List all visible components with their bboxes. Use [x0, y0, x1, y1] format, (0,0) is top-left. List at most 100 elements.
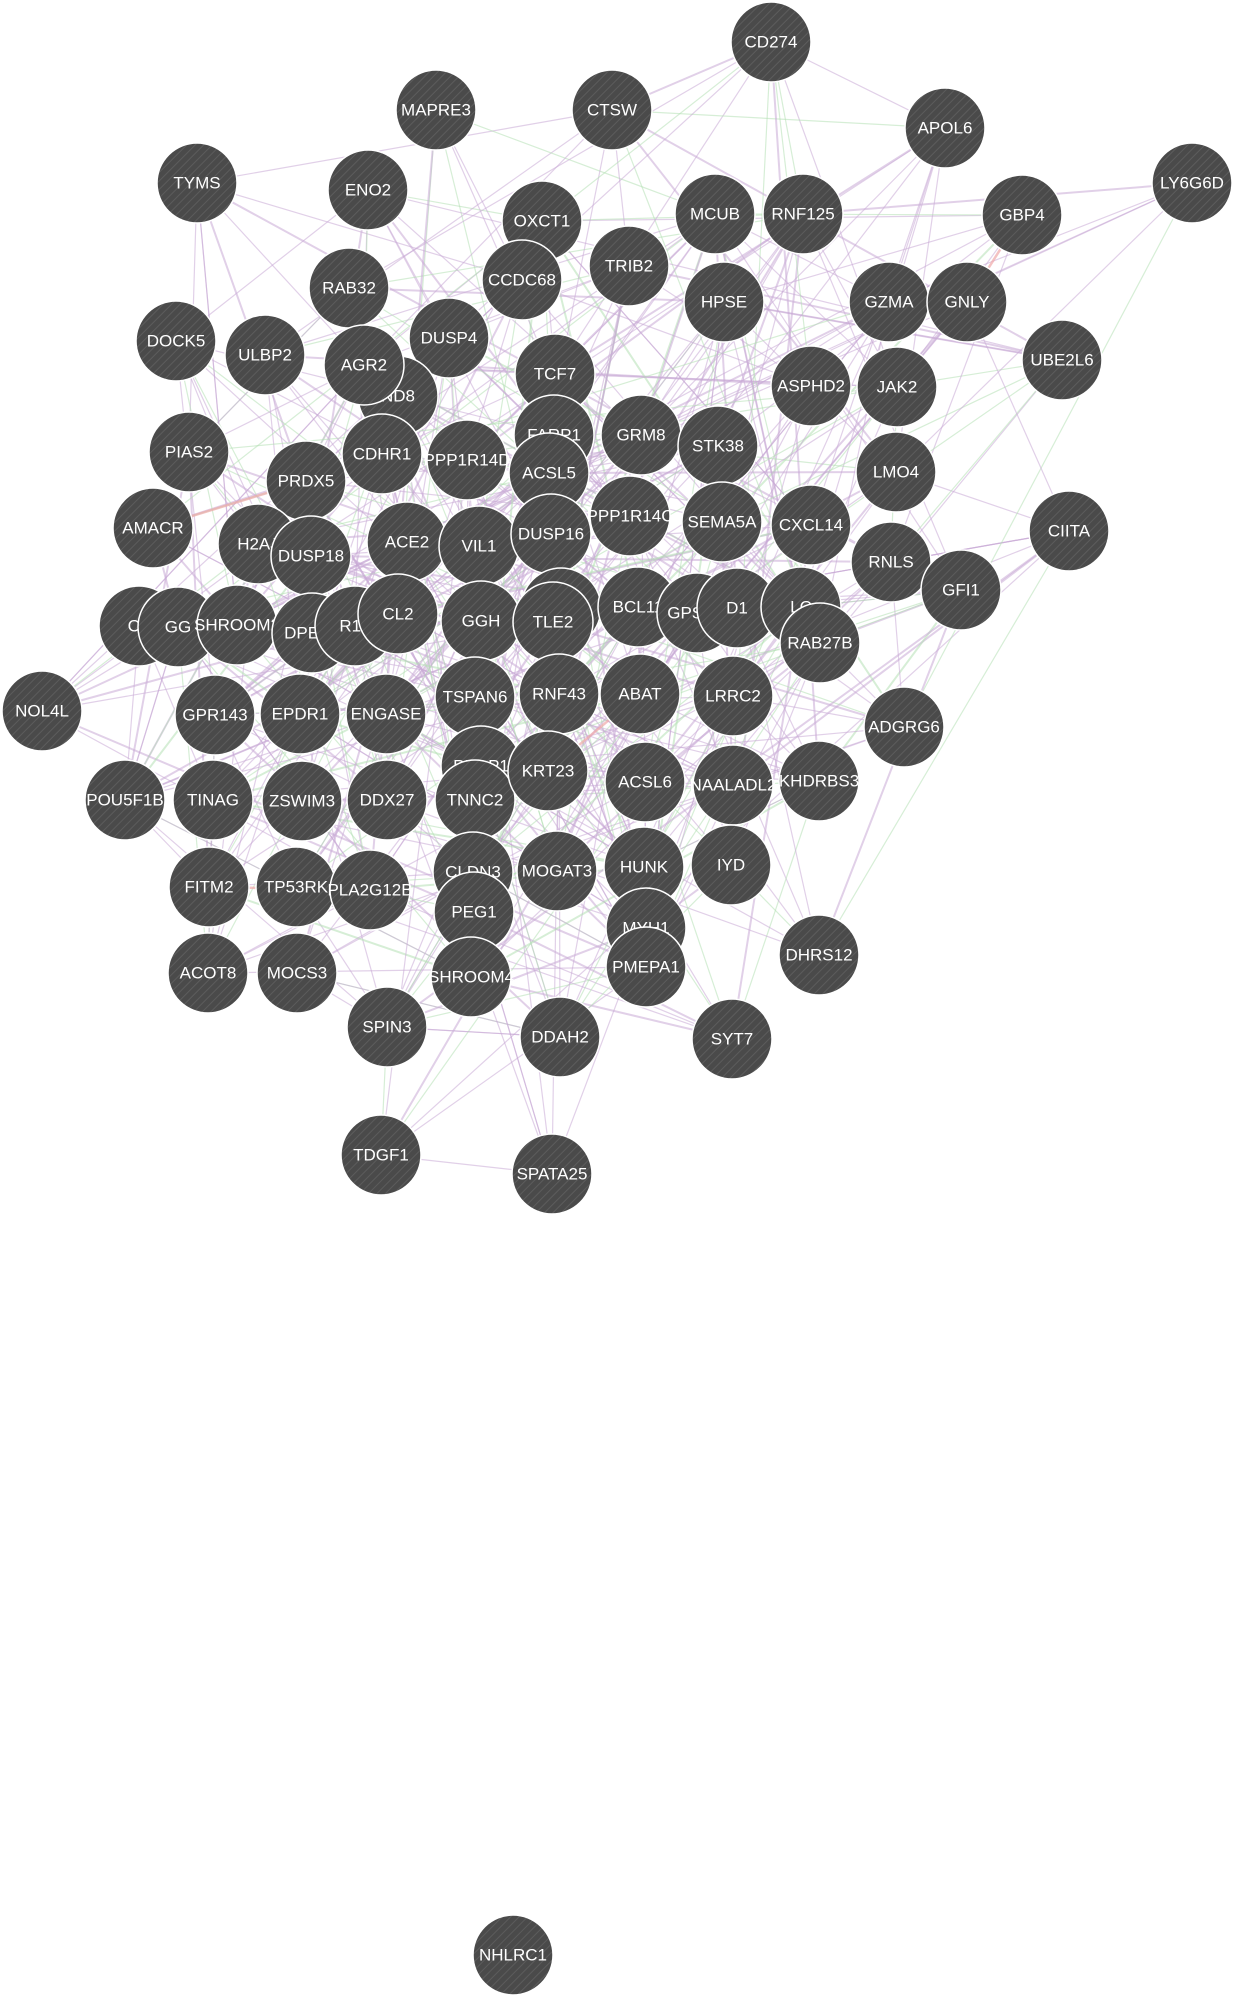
gene-node-tinag[interactable]: TINAG	[172, 759, 254, 841]
gene-node-iyd[interactable]: IYD	[690, 824, 772, 906]
gene-node-ly6g6d[interactable]: LY6G6D	[1151, 142, 1233, 224]
gene-node-epdr1[interactable]: EPDR1	[259, 673, 341, 755]
gene-node-rnls[interactable]: RNLS	[850, 521, 932, 603]
gene-node-circle[interactable]	[507, 730, 589, 812]
gene-node-khdrbs3[interactable]: KHDRBS3	[778, 740, 860, 822]
gene-node-mocs3[interactable]: MOCS3	[256, 932, 338, 1014]
gene-node-fitm2[interactable]: FITM2	[168, 846, 250, 928]
gene-node-gzma[interactable]: GZMA	[848, 261, 930, 343]
gene-node-circle[interactable]	[681, 481, 763, 563]
gene-node-circle[interactable]	[599, 653, 681, 735]
gene-node-circle[interactable]	[395, 69, 477, 151]
gene-node-tle2[interactable]: TLE2	[512, 581, 594, 663]
gene-node-circle[interactable]	[148, 411, 230, 493]
gene-node-circle[interactable]	[571, 69, 653, 151]
gene-node-rab27b[interactable]: RAB27B	[779, 602, 861, 684]
gene-node-cdhr1[interactable]: CDHR1	[341, 413, 423, 495]
gene-node-asphd2[interactable]: ASPHD2	[770, 345, 852, 427]
gene-node-vil1[interactable]: VIL1	[438, 505, 520, 587]
gene-node-circle[interactable]	[779, 602, 861, 684]
gene-node-circle[interactable]	[224, 314, 306, 396]
gene-node-circle[interactable]	[259, 673, 341, 755]
gene-node-ddx27[interactable]: DDX27	[346, 759, 428, 841]
gene-node-ube2l6[interactable]: UBE2L6	[1021, 319, 1103, 401]
gene-node-jak2[interactable]: JAK2	[856, 346, 938, 428]
gene-node-circle[interactable]	[512, 581, 594, 663]
gene-node-lrrc2[interactable]: LRRC2	[692, 655, 774, 737]
gene-node-circle[interactable]	[327, 149, 409, 231]
gene-node-circle[interactable]	[366, 501, 448, 583]
gene-node-circle[interactable]	[84, 759, 166, 841]
gene-node-circle[interactable]	[430, 936, 512, 1018]
gene-node-tnnc2[interactable]: TNNC2	[434, 759, 516, 841]
gene-node-cl2[interactable]: CL2	[357, 573, 439, 655]
gene-node-circle[interactable]	[692, 744, 774, 826]
gene-node-ctsw[interactable]: CTSW	[571, 69, 653, 151]
gene-node-circle[interactable]	[340, 1114, 422, 1196]
gene-node-circle[interactable]	[408, 297, 490, 379]
gene-node-circle[interactable]	[677, 405, 759, 487]
gene-node-circle[interactable]	[511, 1133, 593, 1215]
gene-node-circle[interactable]	[156, 142, 238, 224]
gene-node-ulbp2[interactable]: ULBP2	[224, 314, 306, 396]
gene-node-pou5f1b[interactable]: POU5F1B	[84, 759, 166, 841]
gene-node-circle[interactable]	[472, 1914, 554, 1996]
gene-node-circle[interactable]	[604, 741, 686, 823]
gene-node-circle[interactable]	[270, 515, 352, 597]
gene-node-circle[interactable]	[516, 830, 598, 912]
gene-node-circle[interactable]	[329, 849, 411, 931]
gene-node-circle[interactable]	[605, 926, 687, 1008]
gene-node-circle[interactable]	[730, 1, 812, 83]
gene-node-cd274[interactable]: CD274	[730, 1, 812, 83]
gene-node-circle[interactable]	[440, 580, 522, 662]
gene-node-krt23[interactable]: KRT23	[507, 730, 589, 812]
gene-node-tyms[interactable]: TYMS	[156, 142, 238, 224]
gene-node-pmepa1[interactable]: PMEPA1	[605, 926, 687, 1008]
gene-node-apol6[interactable]: APOL6	[904, 87, 986, 169]
gene-node-circle[interactable]	[855, 431, 937, 513]
gene-node-circle[interactable]	[1151, 142, 1233, 224]
gene-node-circle[interactable]	[510, 493, 592, 575]
gene-node-acot8[interactable]: ACOT8	[167, 932, 249, 1014]
gene-node-circle[interactable]	[434, 759, 516, 841]
gene-node-ciita[interactable]: CIITA	[1028, 490, 1110, 572]
gene-node-circle[interactable]	[1028, 490, 1110, 572]
gene-node-zswim3[interactable]: ZSWIM3	[261, 760, 343, 842]
gene-node-dhrs12[interactable]: DHRS12	[778, 914, 860, 996]
gene-node-rnf43[interactable]: RNF43	[518, 653, 600, 735]
gene-node-circle[interactable]	[112, 487, 194, 569]
gene-node-circle[interactable]	[926, 261, 1008, 343]
gene-node-ace2[interactable]: ACE2	[366, 501, 448, 583]
gene-node-circle[interactable]	[255, 846, 337, 928]
gene-node-circle[interactable]	[1, 670, 83, 752]
gene-node-nol4l[interactable]: NOL4L	[1, 670, 83, 752]
gene-node-circle[interactable]	[518, 653, 600, 735]
gene-node-acsl6[interactable]: ACSL6	[604, 741, 686, 823]
gene-node-circle[interactable]	[856, 346, 938, 428]
gene-node-amacr[interactable]: AMACR	[112, 487, 194, 569]
gene-node-syt7[interactable]: SYT7	[691, 998, 773, 1080]
gene-node-circle[interactable]	[196, 584, 278, 666]
gene-node-circle[interactable]	[674, 173, 756, 255]
gene-node-cxcl14[interactable]: CXCL14	[770, 484, 852, 566]
gene-node-adgrg6[interactable]: ADGRG6	[863, 686, 945, 768]
gene-node-circle[interactable]	[904, 87, 986, 169]
gene-node-circle[interactable]	[345, 673, 427, 755]
gene-node-mcub[interactable]: MCUB	[674, 173, 756, 255]
gene-node-circle[interactable]	[168, 846, 250, 928]
gene-node-circle[interactable]	[981, 174, 1063, 256]
gene-node-circle[interactable]	[308, 247, 390, 329]
gene-node-dusp18[interactable]: DUSP18	[270, 515, 352, 597]
gene-node-circle[interactable]	[692, 655, 774, 737]
gene-node-nhlrc1[interactable]: NHLRC1	[472, 1914, 554, 1996]
gene-node-dock5[interactable]: DOCK5	[135, 300, 217, 382]
gene-node-pias2[interactable]: PIAS2	[148, 411, 230, 493]
gene-node-circle[interactable]	[762, 173, 844, 255]
gene-node-circle[interactable]	[1021, 319, 1103, 401]
gene-node-circle[interactable]	[174, 674, 256, 756]
gene-node-circle[interactable]	[770, 345, 852, 427]
gene-node-circle[interactable]	[256, 932, 338, 1014]
gene-node-gbp4[interactable]: GBP4	[981, 174, 1063, 256]
gene-node-spin3[interactable]: SPIN3	[346, 986, 428, 1068]
gene-node-circle[interactable]	[434, 656, 516, 738]
